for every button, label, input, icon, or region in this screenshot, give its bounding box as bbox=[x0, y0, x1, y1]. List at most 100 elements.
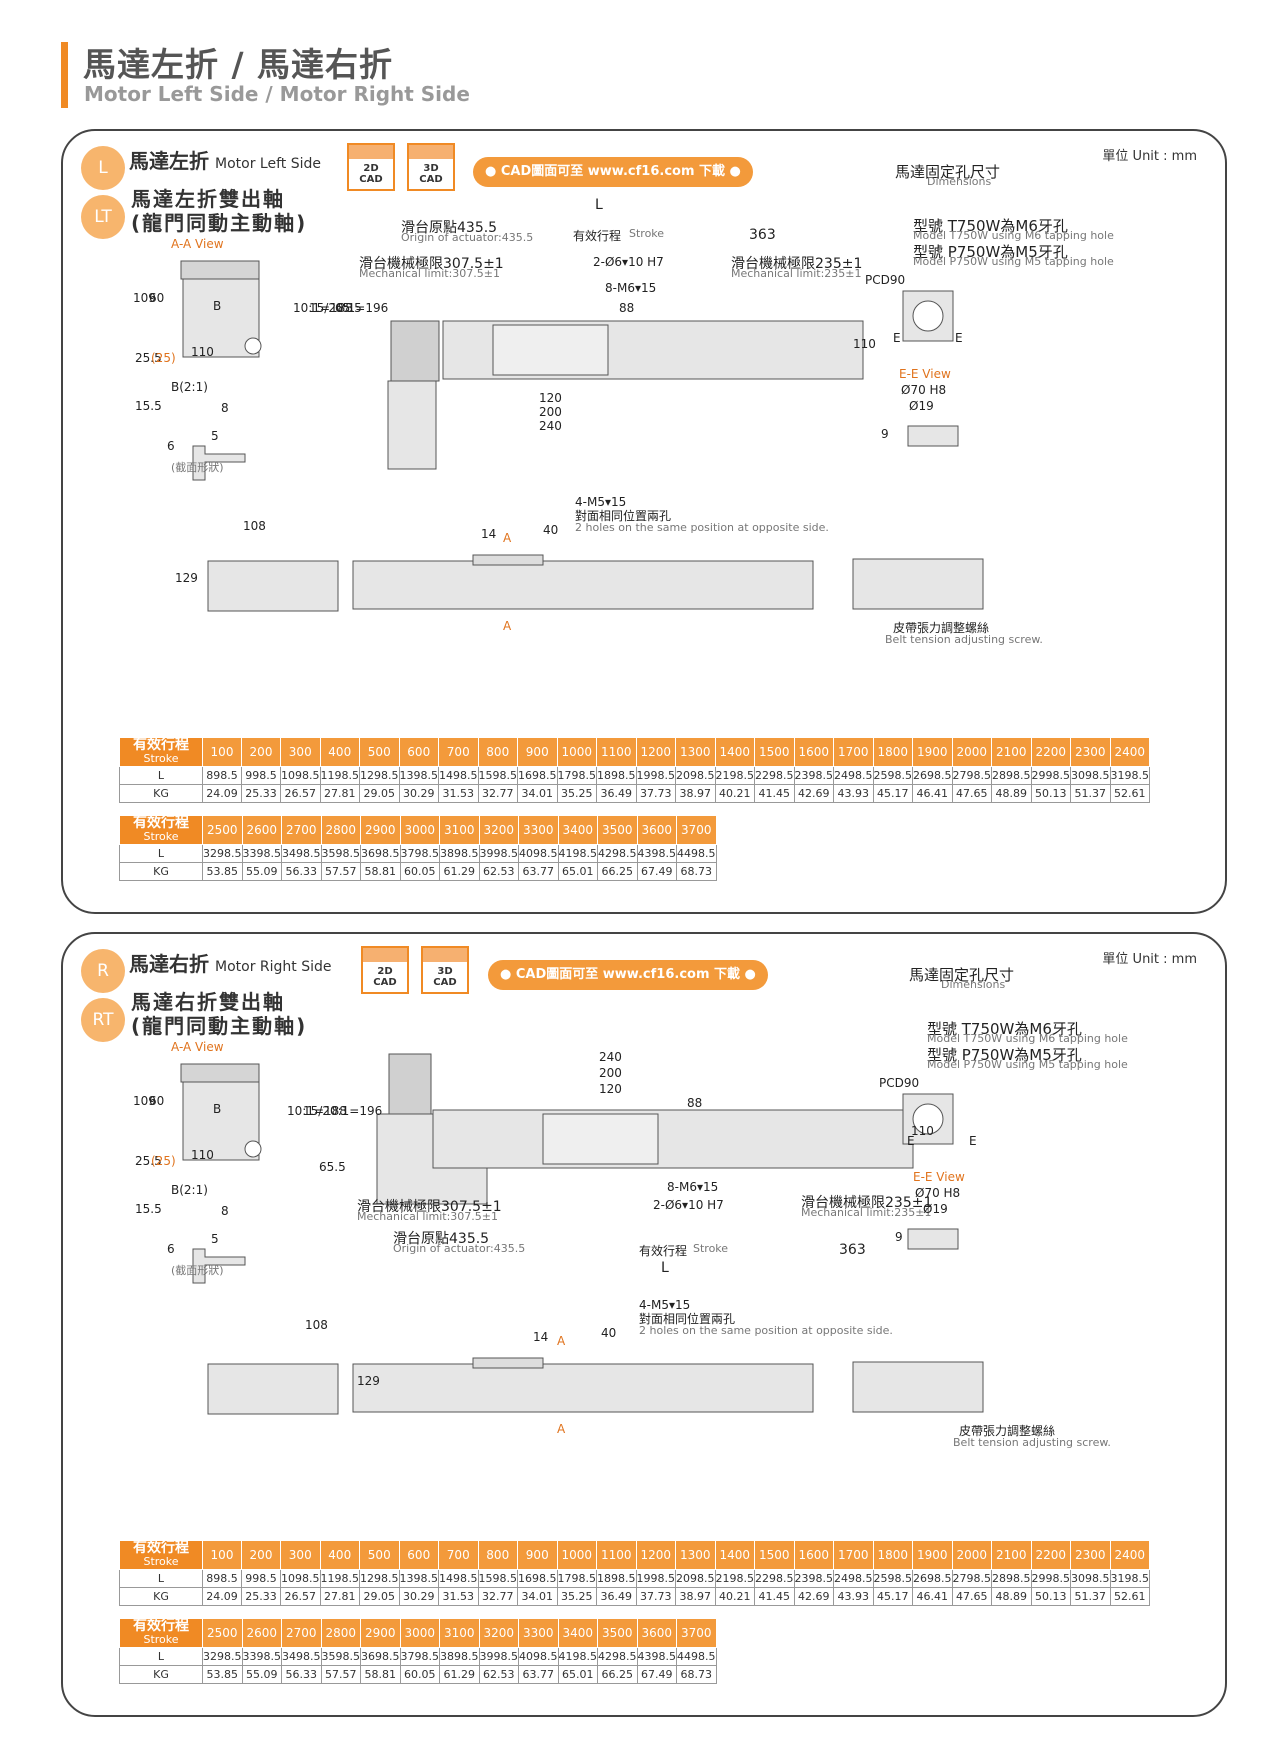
table-cell: 1800 bbox=[872, 737, 913, 767]
mount-title: 馬達固定孔尺寸 bbox=[895, 163, 1001, 181]
dim-65-5: 65.5 bbox=[319, 1160, 346, 1174]
table-cell: 65.01 bbox=[557, 1665, 598, 1684]
table-cell: 66.25 bbox=[597, 1665, 638, 1684]
table-cell: 1300 bbox=[675, 737, 716, 767]
table-cell: 1298.5 bbox=[359, 1569, 400, 1588]
top-view-motor bbox=[207, 1363, 339, 1415]
top-view-carriage bbox=[472, 554, 544, 566]
table-header-zh: 有效行程 bbox=[133, 1540, 189, 1556]
table-cell: 41.45 bbox=[754, 784, 795, 803]
cad-3d-label-2: CAD bbox=[433, 977, 457, 988]
type-badge: R bbox=[81, 949, 125, 993]
technical-drawing bbox=[180, 260, 984, 612]
table-cell: 2800 bbox=[320, 815, 361, 845]
table-cell: 300 bbox=[280, 1540, 321, 1570]
dim-L: L bbox=[595, 197, 603, 213]
dim-129: 129 bbox=[175, 571, 198, 585]
table-cell: 2800 bbox=[320, 1618, 361, 1648]
table-cell: 46.41 bbox=[912, 784, 953, 803]
cad-2d-label-2: CAD bbox=[359, 174, 383, 185]
cad-download-note[interactable]: ● CAD圖面可至 www.cf16.com 下載 ● bbox=[473, 157, 753, 187]
table-cell: 32.77 bbox=[477, 784, 518, 803]
table-cell: 1298.5 bbox=[359, 766, 400, 785]
holes-spec-zh: 對面相同位置兩孔 bbox=[575, 509, 672, 523]
dim-14: 14 bbox=[481, 527, 497, 541]
dim-25: (25) bbox=[151, 351, 176, 365]
panel-title-en: Motor Right Side bbox=[215, 959, 332, 975]
cad-2d-label-1: 2D bbox=[377, 966, 393, 977]
table-cell: 1600 bbox=[793, 1540, 834, 1570]
table-cell: 2098.5 bbox=[675, 1569, 716, 1588]
dim-15-5: 15.5 bbox=[135, 399, 162, 413]
motor-top bbox=[388, 1053, 432, 1115]
dim-240: 240 bbox=[539, 419, 562, 433]
cad-2d-label-2: CAD bbox=[373, 977, 397, 988]
cad-download-note[interactable]: ● CAD圖面可至 www.cf16.com 下載 ● bbox=[488, 960, 768, 990]
dim-108: 108 bbox=[305, 1318, 328, 1332]
ee-view-title: E-E View bbox=[899, 367, 951, 381]
top-view-end bbox=[852, 558, 984, 610]
table-cell: 3298.5 bbox=[202, 844, 243, 863]
table-cell: 45.17 bbox=[872, 1587, 913, 1606]
table-cell: 58.81 bbox=[360, 1665, 401, 1684]
aa-view-title: A-A View bbox=[171, 237, 224, 251]
cad-3d-icon bbox=[409, 145, 453, 159]
table-cell: 3898.5 bbox=[439, 844, 480, 863]
table-cell: 1698.5 bbox=[517, 1569, 558, 1588]
table-cell: 3598.5 bbox=[320, 844, 361, 863]
table-cell: 24.09 bbox=[202, 784, 242, 803]
panel-title: 馬達右折 Motor Right Side bbox=[129, 948, 332, 977]
table-cell: 200 bbox=[241, 1540, 281, 1570]
panel-title-zh: 馬達右折 bbox=[129, 952, 209, 976]
dim-70: Ø70 H8 bbox=[901, 383, 947, 397]
table-cell: 52.61 bbox=[1109, 784, 1150, 803]
table-cell: 2500 bbox=[202, 815, 243, 845]
table-cell: 3498.5 bbox=[281, 844, 322, 863]
table-cell: 1000 bbox=[556, 1540, 597, 1570]
table-cell: 31.53 bbox=[438, 784, 479, 803]
table-cell: 4298.5 bbox=[597, 1647, 638, 1666]
end-view-flange bbox=[902, 1093, 954, 1145]
tap-spec: 8-M6▾15 bbox=[667, 1180, 719, 1194]
table-cell: 42.69 bbox=[793, 784, 834, 803]
table-cell: 800 bbox=[477, 737, 518, 767]
table-cell: 56.33 bbox=[281, 1665, 322, 1684]
table-cell: 2298.5 bbox=[754, 1569, 795, 1588]
dim-19: Ø19 bbox=[909, 399, 934, 413]
table-cell: 2300 bbox=[1070, 1540, 1111, 1570]
table-cell: 4098.5 bbox=[518, 844, 559, 863]
end-view-bore bbox=[912, 1103, 944, 1135]
model-p750w-en: Model P750W using M5 tapping hole bbox=[913, 255, 1114, 268]
table-cell: 53.85 bbox=[202, 1665, 243, 1684]
table-cell: 3000 bbox=[399, 1618, 440, 1648]
table-cell: 2600 bbox=[241, 1618, 282, 1648]
table-cell: 26.57 bbox=[280, 784, 321, 803]
stroke-label: 有效行程 bbox=[573, 229, 622, 243]
table-cell: 3000 bbox=[399, 815, 440, 845]
end-view-bore bbox=[912, 300, 944, 332]
dim-25-5: 25.5 bbox=[135, 351, 162, 365]
table-cell: 1500 bbox=[754, 1540, 795, 1570]
unit-label: 單位 Unit : mm bbox=[1102, 952, 1197, 967]
type-badge-secondary: RT bbox=[81, 998, 125, 1042]
table-cell: 63.77 bbox=[518, 1665, 559, 1684]
cad-3d-label-1: 3D bbox=[437, 966, 453, 977]
table-cell: 30.29 bbox=[398, 784, 439, 803]
table-cell: 2698.5 bbox=[912, 1569, 953, 1588]
table-cell: 46.41 bbox=[912, 1587, 953, 1606]
section-a-bottom: A bbox=[557, 1422, 566, 1436]
origin-label: 滑台原點435.5 bbox=[401, 220, 498, 236]
table-cell: 1998.5 bbox=[635, 766, 676, 785]
table-cell: 56.33 bbox=[281, 862, 322, 881]
mech-limit-right: 滑台機械極限235±1 bbox=[731, 256, 863, 272]
table-cell: 68.73 bbox=[676, 862, 717, 881]
belt-screw-label: 皮帶張力調整螺絲 bbox=[893, 621, 990, 635]
table-cell: 40.21 bbox=[714, 784, 755, 803]
table-cell: 36.49 bbox=[596, 1587, 637, 1606]
